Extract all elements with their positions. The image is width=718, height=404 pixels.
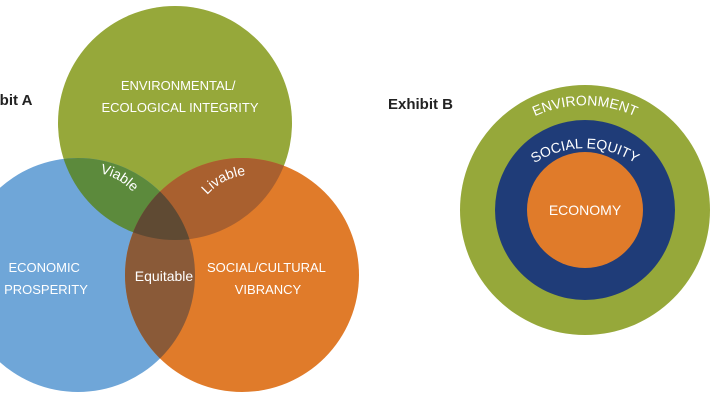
economic-label: ECONOMIC PROSPERITY xyxy=(4,260,88,297)
exhibit-b-label: Exhibit B xyxy=(388,96,453,113)
economy-circle xyxy=(527,152,643,268)
environmental-label: ENVIRONMENTAL/ ECOLOGICAL INTEGRITY xyxy=(102,78,259,115)
livable-overlap xyxy=(125,158,292,240)
viable-overlap xyxy=(58,158,195,240)
exhibit-a-label: Exhibit A xyxy=(0,92,33,109)
equitable-label: Equitable xyxy=(135,268,194,284)
economy-label: ECONOMY xyxy=(549,202,622,218)
nested-rings xyxy=(460,85,710,335)
social-label: SOCIAL/CULTURAL VIBRANCY xyxy=(207,260,329,297)
venn-diagram xyxy=(0,6,359,392)
